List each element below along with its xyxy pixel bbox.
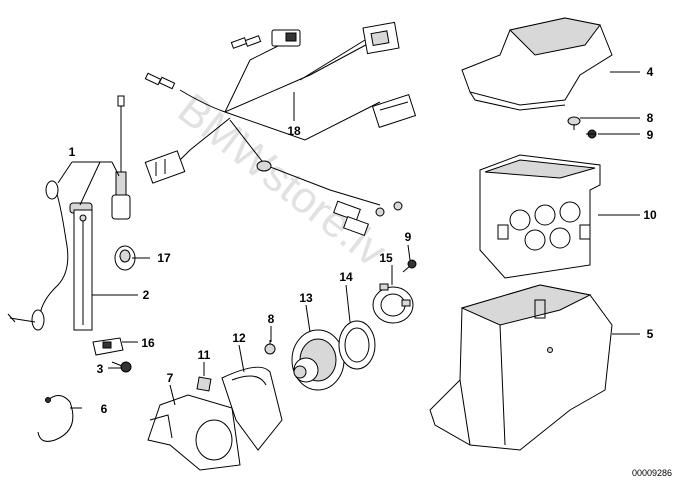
callout-11: 11 [198, 348, 211, 362]
ring-part-14[interactable] [338, 320, 376, 370]
callout-2: 2 [143, 288, 150, 302]
shield-part-12[interactable] [221, 366, 283, 451]
watermark-text: BMWstore.lv [169, 84, 396, 276]
knob-part-17[interactable] [114, 245, 136, 271]
callout-16: 16 [141, 336, 155, 350]
speaker-part-13[interactable] [291, 329, 345, 391]
callout-6: 6 [101, 402, 108, 416]
callout-8-upper: 8 [647, 111, 654, 125]
callout-10: 10 [643, 208, 657, 222]
callout-8-lower: 8 [268, 312, 275, 326]
bracket-box-part-10[interactable] [479, 154, 601, 279]
callout-12: 12 [232, 331, 246, 345]
screw-part-9-upper[interactable] [586, 129, 597, 139]
cover-part-4[interactable] [461, 17, 613, 111]
clip-part-8-upper[interactable] [567, 116, 581, 130]
diagram-reference-number: 00009286 [632, 468, 672, 478]
nut-part-11[interactable] [196, 376, 212, 392]
callout-3: 3 [97, 362, 104, 376]
callout-5: 5 [647, 327, 654, 341]
bracket-part-2[interactable] [73, 209, 93, 331]
clip-part-16[interactable] [92, 337, 124, 356]
callout-labels: 1 2 3 4 5 6 7 8 8 9 9 10 11 12 13 14 15 … [69, 65, 657, 416]
screw-part-9-lower[interactable] [402, 259, 417, 273]
callout-15: 15 [379, 251, 393, 265]
callout-9-upper: 9 [647, 128, 654, 142]
callout-1: 1 [69, 145, 76, 159]
trim-plate-part-7[interactable] [147, 394, 241, 471]
ring-clamp-part-6[interactable] [37, 395, 74, 442]
screw-part-3[interactable] [111, 361, 132, 373]
bolt-part-8-lower[interactable] [264, 340, 276, 355]
wiring-harness-part-18[interactable] [144, 21, 417, 237]
callout-7: 7 [167, 371, 174, 385]
holder-part-15[interactable] [372, 283, 414, 324]
callout-18: 18 [287, 124, 301, 138]
housing-part-5[interactable] [429, 284, 613, 451]
callout-17: 17 [157, 251, 171, 265]
callout-13: 13 [299, 291, 313, 305]
callout-14: 14 [339, 270, 353, 284]
callout-4: 4 [647, 65, 654, 79]
leader-lines [57, 71, 640, 409]
callout-9-lower: 9 [405, 230, 412, 244]
